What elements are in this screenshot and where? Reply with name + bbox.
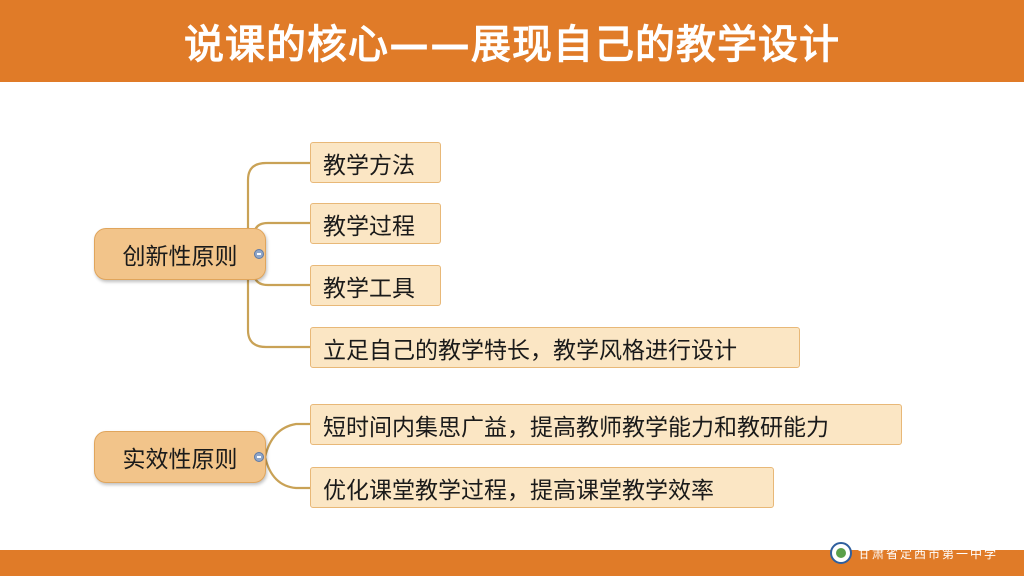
footer-bar bbox=[0, 550, 1024, 576]
school-name: 甘肃省定西市第一中学 bbox=[858, 546, 999, 561]
mindmap-node[interactable]: 立足自己的教学特长，教学风格进行设计 bbox=[310, 327, 800, 368]
connector-2-child-1 bbox=[263, 422, 314, 459]
mindmap-node[interactable]: 短时间内集思广益，提高教师教学能力和教研能力 bbox=[310, 404, 902, 445]
mindmap-node[interactable]: 教学过程 bbox=[310, 203, 441, 244]
node-label: 优化课堂教学过程，提高课堂教学效率 bbox=[323, 477, 714, 504]
collapse-icon[interactable] bbox=[254, 249, 264, 259]
root-label: 创新性原则 bbox=[122, 244, 238, 270]
title-banner: 说课的核心——展现自己的教学设计 bbox=[0, 0, 1024, 82]
node-label: 立足自己的教学特长，教学风格进行设计 bbox=[323, 337, 737, 364]
mindmap-node[interactable]: 教学方法 bbox=[310, 142, 441, 183]
connector-2-child-2 bbox=[263, 455, 314, 490]
node-label: 教学过程 bbox=[323, 213, 415, 240]
connector-1-child-4 bbox=[246, 270, 314, 349]
page-title: 说课的核心——展现自己的教学设计 bbox=[184, 22, 840, 68]
mindmap-node[interactable]: 优化课堂教学过程，提高课堂教学效率 bbox=[310, 467, 774, 508]
root-label: 实效性原则 bbox=[122, 447, 238, 473]
mindmap-node[interactable]: 教学工具 bbox=[310, 265, 441, 306]
school-brand: 甘肃省定西市第一中学 bbox=[830, 541, 998, 565]
node-label: 教学方法 bbox=[323, 152, 415, 179]
collapse-icon[interactable] bbox=[254, 452, 264, 462]
node-label: 短时间内集思广益，提高教师教学能力和教研能力 bbox=[323, 414, 829, 441]
mindmap-root-effectiveness[interactable]: 实效性原则 bbox=[94, 431, 266, 483]
node-label: 教学工具 bbox=[323, 275, 415, 302]
school-logo-icon bbox=[830, 542, 852, 564]
mindmap-root-innovation[interactable]: 创新性原则 bbox=[94, 228, 266, 280]
